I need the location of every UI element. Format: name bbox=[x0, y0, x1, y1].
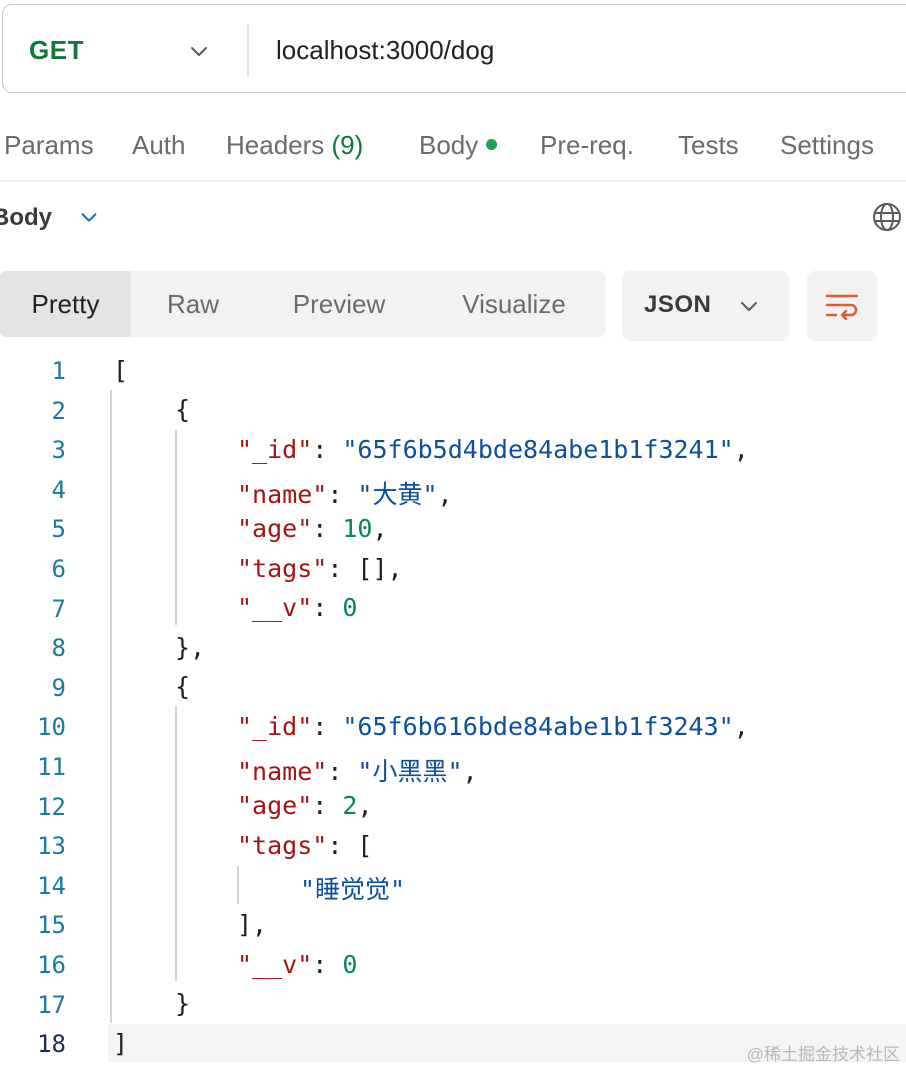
format-raw[interactable]: Raw bbox=[166, 289, 219, 319]
wrap-lines-button[interactable] bbox=[807, 271, 877, 341]
code-line: "name": "小黑黑", bbox=[237, 757, 478, 786]
tab-params[interactable]: Params bbox=[4, 130, 94, 160]
code-line: ], bbox=[237, 910, 268, 939]
url-input[interactable]: localhost:3000/dog bbox=[276, 35, 495, 65]
url-bar: GET localhost:3000/dog bbox=[2, 4, 906, 93]
line-number: 3 bbox=[51, 436, 66, 464]
indent-guide bbox=[237, 866, 239, 904]
code-line: "__v": 0 bbox=[237, 950, 358, 979]
code-line: "睡觉觉" bbox=[300, 875, 406, 904]
code-line: } bbox=[175, 989, 191, 1018]
line-number: 11 bbox=[37, 753, 66, 781]
format-visualize[interactable]: Visualize bbox=[462, 289, 566, 319]
line-number: 14 bbox=[37, 872, 66, 900]
line-number: 16 bbox=[37, 951, 66, 979]
line-number: 13 bbox=[37, 832, 66, 860]
format-pretty[interactable]: Pretty bbox=[0, 271, 131, 337]
code-line: "_id": "65f6b5d4bde84abe1b1f3241", bbox=[237, 435, 749, 464]
globe-icon[interactable] bbox=[871, 201, 903, 233]
code-line: "name": "大黄", bbox=[237, 480, 453, 509]
code-line: }, bbox=[175, 633, 206, 662]
code-line: ] bbox=[113, 1029, 129, 1058]
code-line: "age": 10, bbox=[237, 514, 388, 543]
headers-count-badge: (9) bbox=[331, 130, 364, 160]
format-segmented-control: Pretty Raw Preview Visualize bbox=[0, 271, 605, 337]
response-body-label[interactable]: Body bbox=[0, 204, 52, 231]
language-select[interactable]: JSON bbox=[622, 271, 789, 341]
code-line: "__v": 0 bbox=[237, 593, 358, 622]
line-number: 17 bbox=[37, 991, 66, 1019]
line-number: 7 bbox=[51, 595, 66, 623]
code-line: [ bbox=[113, 356, 129, 385]
code-line: { bbox=[175, 672, 191, 701]
line-number: 5 bbox=[51, 515, 66, 543]
tab-auth[interactable]: Auth bbox=[132, 130, 186, 160]
line-number: 12 bbox=[37, 793, 66, 821]
line-number: 6 bbox=[51, 555, 66, 583]
line-number: 9 bbox=[51, 674, 66, 702]
line-number: 1 bbox=[51, 357, 66, 385]
indent-guide bbox=[175, 430, 177, 625]
tab-tests[interactable]: Tests bbox=[678, 130, 739, 160]
tab-headers[interactable]: Headers (9) bbox=[226, 130, 363, 161]
code-line: "tags": [ bbox=[237, 831, 373, 860]
chevron-down-icon bbox=[741, 302, 757, 311]
wrap-lines-icon bbox=[825, 294, 859, 321]
code-line: "age": 2, bbox=[237, 791, 373, 820]
line-number: 4 bbox=[51, 476, 66, 504]
language-select-label: JSON bbox=[644, 291, 712, 318]
method-select[interactable]: GET bbox=[29, 35, 84, 65]
line-number: 8 bbox=[51, 634, 66, 662]
watermark: @稀土掘金技术社区 bbox=[746, 1045, 900, 1064]
code-line: "tags": [], bbox=[237, 554, 403, 583]
line-number: 2 bbox=[51, 397, 66, 425]
code-line: "_id": "65f6b616bde84abe1b1f3243", bbox=[237, 712, 749, 741]
tab-body[interactable]: Body bbox=[419, 130, 498, 161]
chevron-down-icon[interactable] bbox=[78, 206, 100, 228]
tab-prereq[interactable]: Pre-req. bbox=[540, 130, 634, 160]
line-number: 15 bbox=[37, 911, 66, 939]
format-preview[interactable]: Preview bbox=[292, 289, 386, 319]
tab-settings[interactable]: Settings bbox=[780, 130, 874, 160]
tab-body-label: Body bbox=[419, 130, 479, 160]
line-number-current: 18 bbox=[37, 1030, 66, 1058]
indent-guide bbox=[110, 390, 112, 1023]
current-line-highlight bbox=[108, 1024, 906, 1062]
tabs-divider bbox=[0, 180, 906, 182]
url-divider bbox=[247, 25, 249, 77]
chevron-down-icon[interactable] bbox=[187, 39, 211, 63]
indent-guide bbox=[175, 706, 177, 981]
tab-headers-label: Headers bbox=[226, 130, 325, 160]
body-status-dot bbox=[486, 139, 498, 150]
line-number: 10 bbox=[37, 713, 66, 741]
code-line: { bbox=[175, 395, 191, 424]
